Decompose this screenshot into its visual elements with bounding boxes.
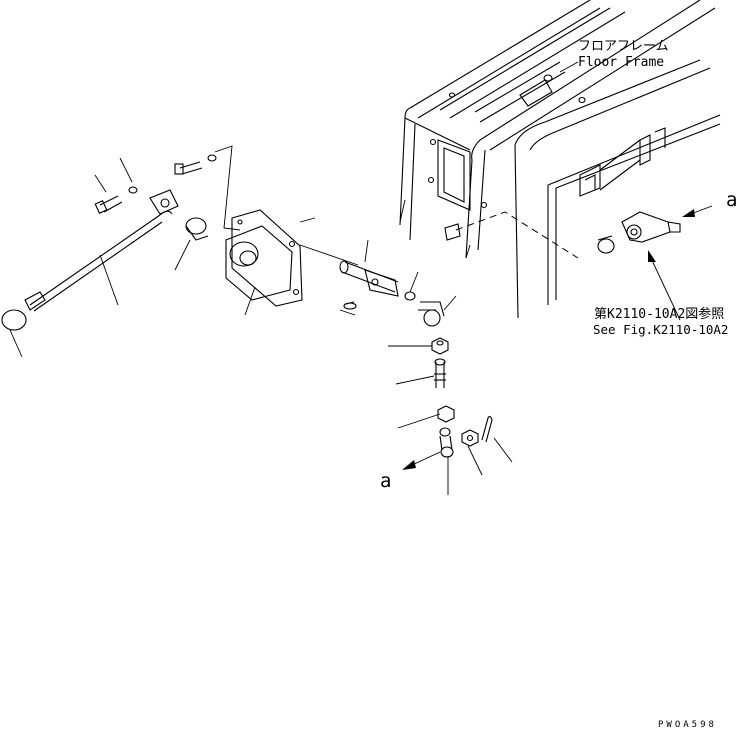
nut-lower [437, 405, 455, 423]
bolt-small-left [94, 186, 138, 214]
floor-frame-label-jp: フロアフレーム [578, 39, 669, 54]
ball-joint [418, 301, 445, 327]
reference-label-en: See Fig.K2110-10A2 [593, 322, 728, 337]
shaft [339, 260, 399, 297]
washer [404, 291, 416, 301]
floor-frame [399, 0, 721, 319]
control-rod [1, 210, 173, 331]
leader-lines [9, 61, 579, 495]
floor-frame-label-en: Floor Frame [578, 55, 664, 70]
drawing-code: PWOA598 [658, 720, 717, 730]
reference-label-jp: 第K2110-10A2図参照 [594, 306, 724, 322]
arrow-a-right-label: a [726, 189, 737, 211]
bolt-top [174, 154, 217, 175]
nut-side [461, 429, 479, 447]
dashed-connection [455, 211, 579, 259]
arrow-a-left: a [380, 451, 441, 492]
cotter-pin [481, 415, 493, 443]
arrow-a-left-label: a [380, 470, 391, 492]
nut-upper [431, 337, 449, 355]
rod-end [434, 358, 446, 388]
pin [343, 301, 357, 310]
bracket-housing [225, 209, 303, 307]
lever-assembly-ref [597, 211, 681, 254]
rod-clamp [149, 189, 179, 215]
arrow-a-right: a [682, 189, 737, 217]
bushing [185, 217, 209, 241]
clevis [439, 427, 454, 458]
